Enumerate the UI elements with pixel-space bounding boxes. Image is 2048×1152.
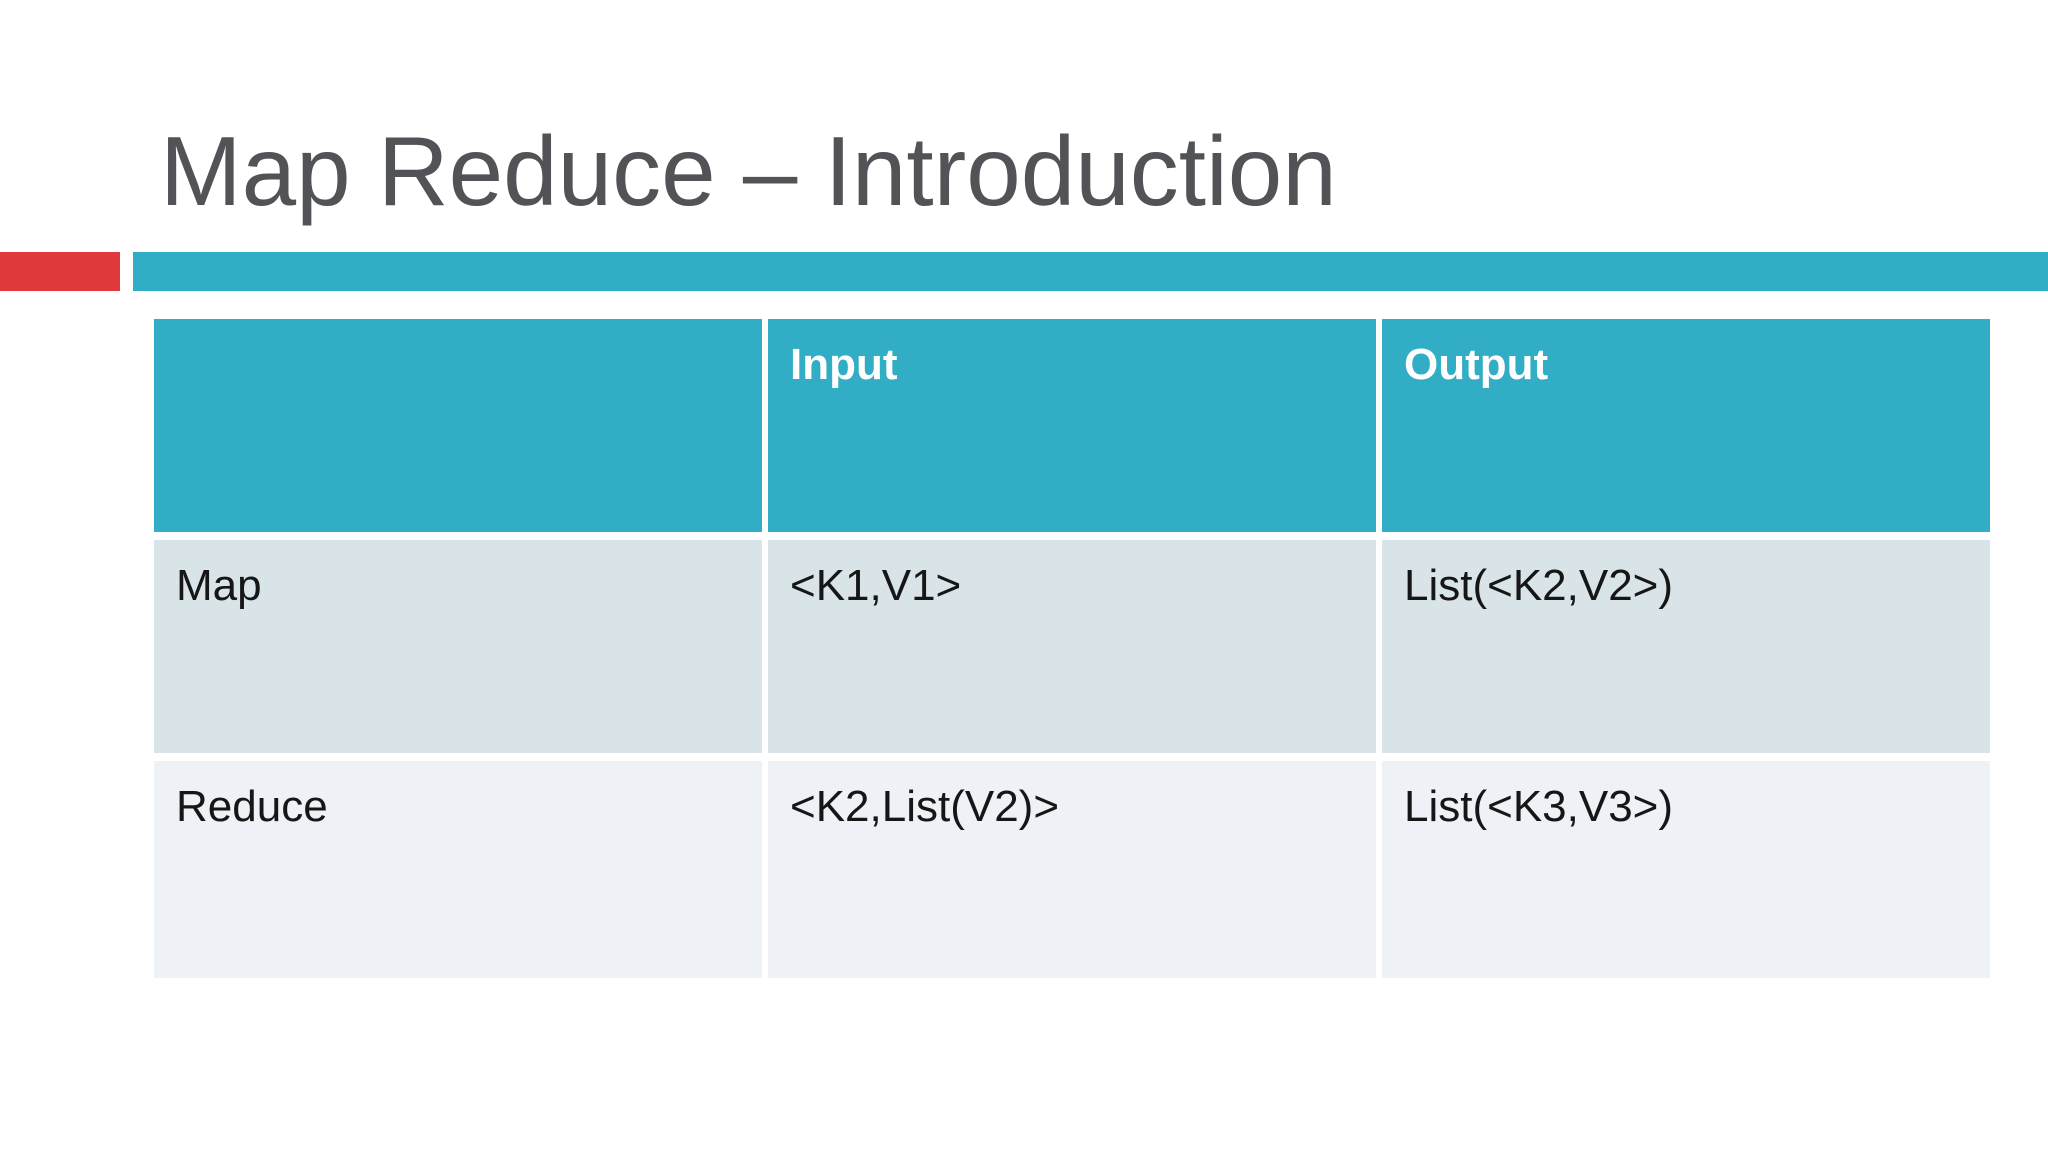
table-header-cell-output: Output <box>1382 319 1990 532</box>
table-cell-map-input: <K1,V1> <box>768 540 1376 753</box>
teal-accent-bar <box>133 252 2048 291</box>
table-cell-map-output: List(<K2,V2>) <box>1382 540 1990 753</box>
mapreduce-io-table: Input Output Map <K1,V1> List(<K2,V2>) R… <box>154 319 1990 978</box>
table-cell-reduce-label: Reduce <box>154 761 762 978</box>
red-accent-bar <box>0 252 120 291</box>
table-cell-map-label: Map <box>154 540 762 753</box>
table-header-cell-input: Input <box>768 319 1376 532</box>
table-cell-reduce-input: <K2,List(V2)> <box>768 761 1376 978</box>
table-header-cell-blank <box>154 319 762 532</box>
slide-title: Map Reduce – Introduction <box>160 116 1337 226</box>
table-cell-reduce-output: List(<K3,V3>) <box>1382 761 1990 978</box>
